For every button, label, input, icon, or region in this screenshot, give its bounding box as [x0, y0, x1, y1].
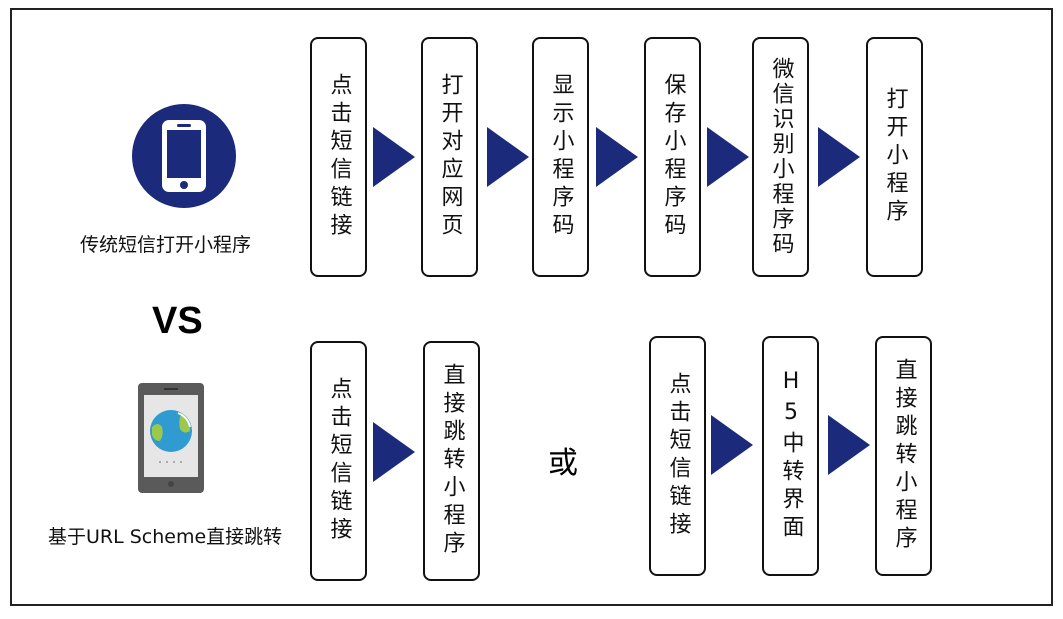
step-box: 点击短信链接: [310, 37, 367, 277]
step-label: 直接跳转小程序: [891, 358, 917, 554]
step-label: H5中转界面: [778, 369, 804, 543]
step-label: 保存小程序码: [660, 73, 686, 241]
arrow-right-icon: [707, 127, 749, 187]
diagram-frame: [10, 8, 1053, 606]
step-label: 打开对应网页: [437, 73, 463, 241]
arrow-right-icon: [373, 127, 415, 187]
step-box: 微信识别小程序码: [752, 37, 809, 277]
smartphone-circle-icon: [132, 104, 236, 208]
step-label: 点击短信链接: [326, 377, 352, 545]
phone-globe-icon: [138, 383, 204, 493]
step-label: 显示小程序码: [548, 73, 574, 241]
step-box: 显示小程序码: [532, 37, 589, 277]
step-box: 打开小程序: [866, 37, 923, 277]
step-box: H5中转界面: [762, 336, 819, 576]
step-label: 打开小程序: [882, 87, 908, 227]
step-box: 打开对应网页: [421, 37, 478, 277]
arrow-right-icon: [487, 127, 529, 187]
arrow-right-icon: [373, 422, 415, 482]
arrow-right-icon: [596, 127, 638, 187]
arrow-right-icon: [711, 415, 753, 475]
step-label: 直接跳转小程序: [439, 363, 465, 559]
step-label: 微信识别小程序码: [768, 57, 794, 257]
url-scheme-title: 基于URL Scheme直接跳转: [48, 526, 283, 548]
vs-label: VS: [152, 300, 203, 342]
step-box: 保存小程序码: [644, 37, 701, 277]
step-label: 点击短信链接: [326, 73, 352, 241]
traditional-title: 传统短信打开小程序: [80, 234, 252, 256]
step-box: 直接跳转小程序: [423, 341, 480, 581]
or-label: 或: [548, 446, 578, 481]
step-box: 直接跳转小程序: [875, 336, 932, 576]
step-box: 点击短信链接: [310, 341, 367, 581]
step-box: 点击短信链接: [649, 336, 706, 576]
arrow-right-icon: [828, 415, 870, 475]
arrow-right-icon: [818, 127, 860, 187]
step-label: 点击短信链接: [665, 372, 691, 540]
